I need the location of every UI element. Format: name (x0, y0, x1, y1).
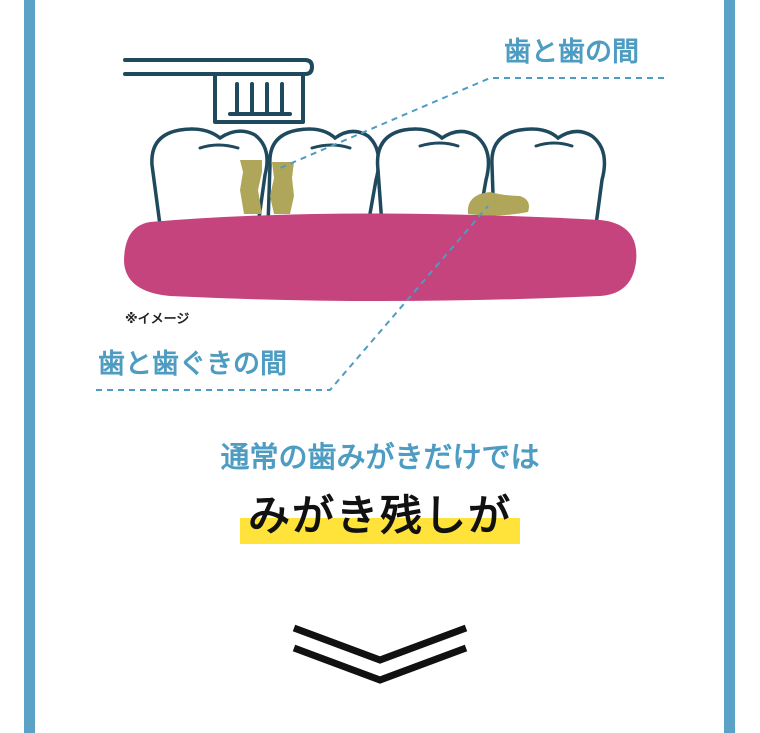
frame-left-border (24, 0, 35, 733)
headline: みがき残しが (239, 486, 520, 546)
leader-lines (96, 77, 664, 391)
frame-right-border (724, 0, 735, 733)
teeth-illustration (96, 58, 664, 391)
lead-text: 通常の歯みがきだけでは (220, 440, 540, 474)
label-between-teeth: 歯と歯の間 (504, 37, 639, 68)
tooth-3 (375, 127, 491, 227)
headline-text: みがき残しが (247, 491, 512, 540)
toothbrush-icon (123, 58, 314, 124)
teeth (150, 127, 607, 227)
image-note: ※イメージ (125, 312, 190, 327)
label-between-teeth-and-gum: 歯と歯ぐきの間 (98, 349, 287, 380)
gum (124, 213, 637, 301)
plaque (240, 160, 529, 216)
double-chevron-down-icon (292, 624, 468, 684)
tooth-1 (150, 127, 269, 227)
